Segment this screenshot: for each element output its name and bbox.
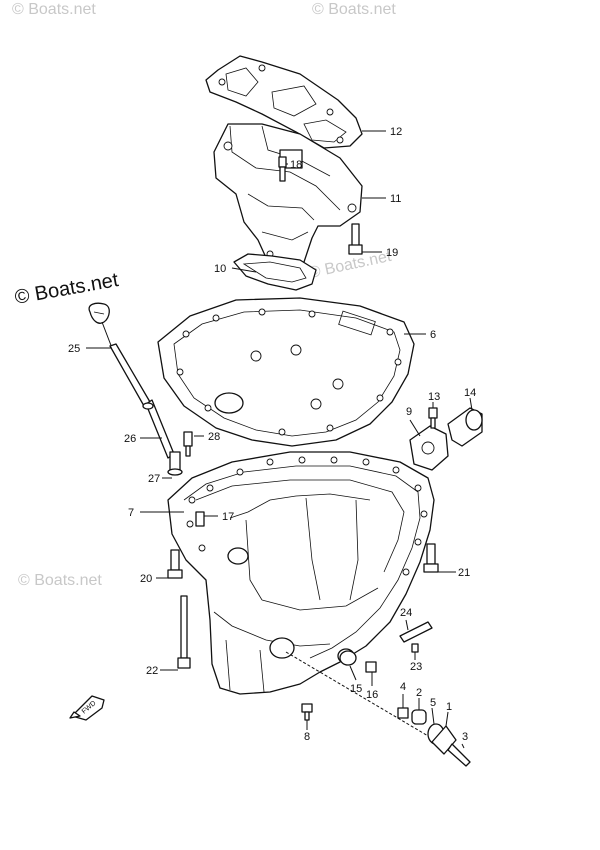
callout-8: 8 [304,731,310,743]
part-3 [447,743,471,767]
callout-11: 11 [390,193,401,205]
bolt-part-20 [167,549,183,579]
callout-17: 17 [222,511,234,523]
bolt-part-19 [348,223,363,255]
watermark-top-right: © Boats.net [312,1,396,18]
plug-part-15 [339,650,357,666]
gasket-part-12 [205,55,363,149]
callout-22: 22 [146,665,158,677]
bolt-part-8 [301,703,313,721]
callout-6: 6 [430,329,436,341]
watermark-main: © Boats.net [13,269,120,309]
drain-assembly-parts-1-5 [285,651,471,767]
callout-15: 15 [350,683,362,695]
callout-10: 10 [214,263,226,275]
callout-21: 21 [458,567,470,579]
callout-23: 23 [410,661,422,673]
callout-16: 16 [366,689,378,701]
callout-18: 18 [290,159,302,171]
callout-24: 24 [400,607,412,619]
gasket-part-10 [233,253,317,291]
callout-27: 27 [148,473,160,485]
part-4 [397,707,409,719]
watermark-lower-left: © Boats.net [18,572,102,589]
cover-part-9 [409,425,449,471]
bolt-part-18 [278,156,287,182]
bolt-part-21 [423,543,439,573]
callout-3: 3 [462,731,468,743]
leader-lines [86,130,473,749]
callout-25: 25 [68,343,80,355]
fitting-part-14 [447,407,483,447]
watermark-top-left: © Boats.net [12,1,96,18]
part-2 [411,709,427,725]
callout-labels: 12 18 11 19 10 6 25 9 13 14 26 28 27 7 1… [68,126,476,743]
callout-4: 4 [400,681,406,693]
callout-20: 20 [140,573,152,585]
clip-part-24 [399,621,433,643]
callout-26: 26 [124,433,136,445]
callout-13: 13 [428,391,440,403]
callout-2: 2 [416,687,422,699]
oil-pan-part-7 [167,451,435,695]
dipstick-part-25-26 [88,302,175,459]
callout-9: 9 [406,406,412,418]
gasket-part-6 [157,297,415,447]
bolt-part-13 [428,407,438,429]
callout-28: 28 [208,431,220,443]
callout-5: 5 [430,697,436,709]
callout-14: 14 [464,387,476,399]
bolt-part-28 [183,431,193,457]
bolt-part-22 [177,595,191,669]
bolt-part-23 [411,643,419,653]
callout-7: 7 [128,507,134,519]
callout-19: 19 [386,247,398,259]
callout-1: 1 [446,701,452,713]
plug-part-16 [365,661,377,673]
fwd-arrow-icon: FWD [69,695,105,721]
tube-part-27 [167,451,183,476]
callout-12: 12 [390,126,402,138]
